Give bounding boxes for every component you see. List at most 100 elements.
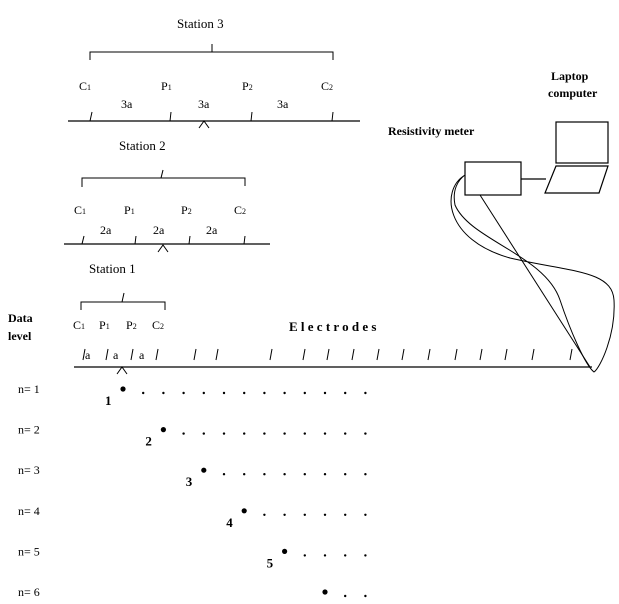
data-level-number: 2 (145, 434, 152, 449)
data-level-row: n= 4 4 (18, 504, 367, 530)
station-3-electrode (169, 111, 172, 122)
station-1-spacing-2: a (113, 348, 119, 362)
data-point-primary (241, 508, 247, 514)
station-1-c2-label: C2 (152, 318, 164, 332)
station-1-bracket (80, 301, 166, 310)
station-2-c1-label: C1 (74, 203, 86, 217)
electrode-tick (427, 348, 431, 361)
data-point (162, 391, 165, 395)
data-point (263, 473, 266, 476)
data-level-row: n= 3 3 (18, 463, 367, 489)
electrode-tick (155, 348, 159, 361)
data-point (263, 513, 266, 516)
data-level-number: 3 (186, 474, 193, 489)
electrodes-label: E l e c t r o d e s (289, 319, 377, 334)
data-levels-group: n= 11n= 22n= 33n= 44n= 55n= 66 (18, 382, 367, 604)
station-2-bracket (81, 177, 246, 187)
station-2-electrode (134, 235, 137, 245)
data-level-label: n= 5 (18, 544, 40, 558)
data-point (243, 391, 246, 395)
resistivity-meter-label: Resistivity meter (388, 124, 475, 138)
data-level-number: 5 (267, 555, 274, 570)
data-point (364, 473, 367, 476)
data-point (364, 391, 367, 395)
station-3-spacing-3: 3a (277, 97, 289, 111)
data-point (182, 432, 185, 435)
electrode-tick (376, 348, 380, 361)
data-point-primary (120, 386, 126, 392)
station-2-c2-label: C2 (234, 203, 246, 217)
station-3-electrode (331, 111, 334, 122)
data-point (222, 473, 226, 476)
laptop-label-line2: computer (548, 86, 598, 100)
electrode-tick (401, 348, 405, 361)
electrode-tick (569, 348, 573, 361)
station-1-p2-label: P2 (126, 318, 137, 332)
station-3-c1-label: C1 (79, 79, 91, 93)
data-point (283, 473, 286, 476)
electrode-tick (504, 348, 508, 361)
station-3-p2-label: P2 (242, 79, 253, 93)
electrode-tick (326, 348, 330, 361)
station-1-c1-label: C1 (73, 318, 85, 332)
cable-loop (450, 174, 615, 373)
equipment-group: Resistivity meter Laptop computer (388, 69, 615, 373)
electrode-tick (269, 348, 273, 361)
data-point-primary (322, 589, 328, 595)
data-point (283, 432, 286, 435)
data-point (364, 594, 367, 598)
electrode-tick (351, 348, 355, 361)
laptop-keyboard (544, 165, 609, 194)
data-point (323, 473, 327, 476)
data-point (344, 554, 347, 557)
data-point (202, 432, 205, 435)
electrode-tick (82, 348, 86, 361)
main-electrode-line-group: Data level E l e c t r o d e s a a a (8, 311, 592, 375)
data-level-label-line1: Data (8, 311, 33, 325)
station-1-spacing-1: a (85, 348, 91, 362)
station-2-spacing-3: 2a (206, 223, 218, 237)
station-2-electrode (243, 235, 246, 245)
data-point (323, 432, 327, 435)
electrode-tick (531, 348, 535, 361)
data-level-label: n= 2 (18, 423, 40, 437)
electrode-ticks (82, 348, 573, 361)
cable-straight (479, 194, 591, 368)
data-point-primary (282, 548, 288, 555)
data-level-number: 1 (105, 393, 112, 408)
data-point (323, 554, 327, 557)
data-point (303, 391, 306, 395)
station-1-title: Station 1 (89, 261, 136, 276)
laptop-label-line1: Laptop (551, 69, 589, 83)
data-level-label: n= 1 (18, 382, 40, 396)
station-1-group: Station 1 C1 P1 P2 C2 (73, 261, 166, 332)
data-level-label: n= 3 (18, 463, 40, 477)
data-point (202, 391, 205, 395)
data-level-label: n= 6 (18, 585, 40, 599)
data-point (344, 513, 347, 516)
data-point (364, 432, 367, 435)
data-point-primary (160, 427, 166, 433)
station-3-electrode (89, 111, 93, 122)
data-point (243, 432, 246, 435)
data-point (222, 432, 226, 435)
station-2-spacing-2: 2a (153, 223, 165, 237)
station-2-electrode (81, 235, 85, 245)
data-point (303, 473, 306, 476)
station-2-midpoint-marker (157, 244, 169, 253)
data-point (344, 473, 347, 476)
data-point (263, 432, 266, 435)
station-3-c2-label: C2 (321, 79, 333, 93)
station-3-electrode (250, 111, 253, 122)
data-level-label: n= 4 (18, 504, 40, 518)
electrode-tick (454, 348, 458, 361)
data-point (142, 391, 145, 395)
station-2-spacing-1: 2a (100, 223, 112, 237)
data-point (263, 391, 266, 395)
station-3-p1-label: P1 (161, 79, 172, 93)
data-level-number: 4 (226, 515, 233, 530)
data-point (344, 432, 347, 435)
data-point (364, 513, 367, 516)
station-3-spacing-1: 3a (121, 97, 133, 111)
